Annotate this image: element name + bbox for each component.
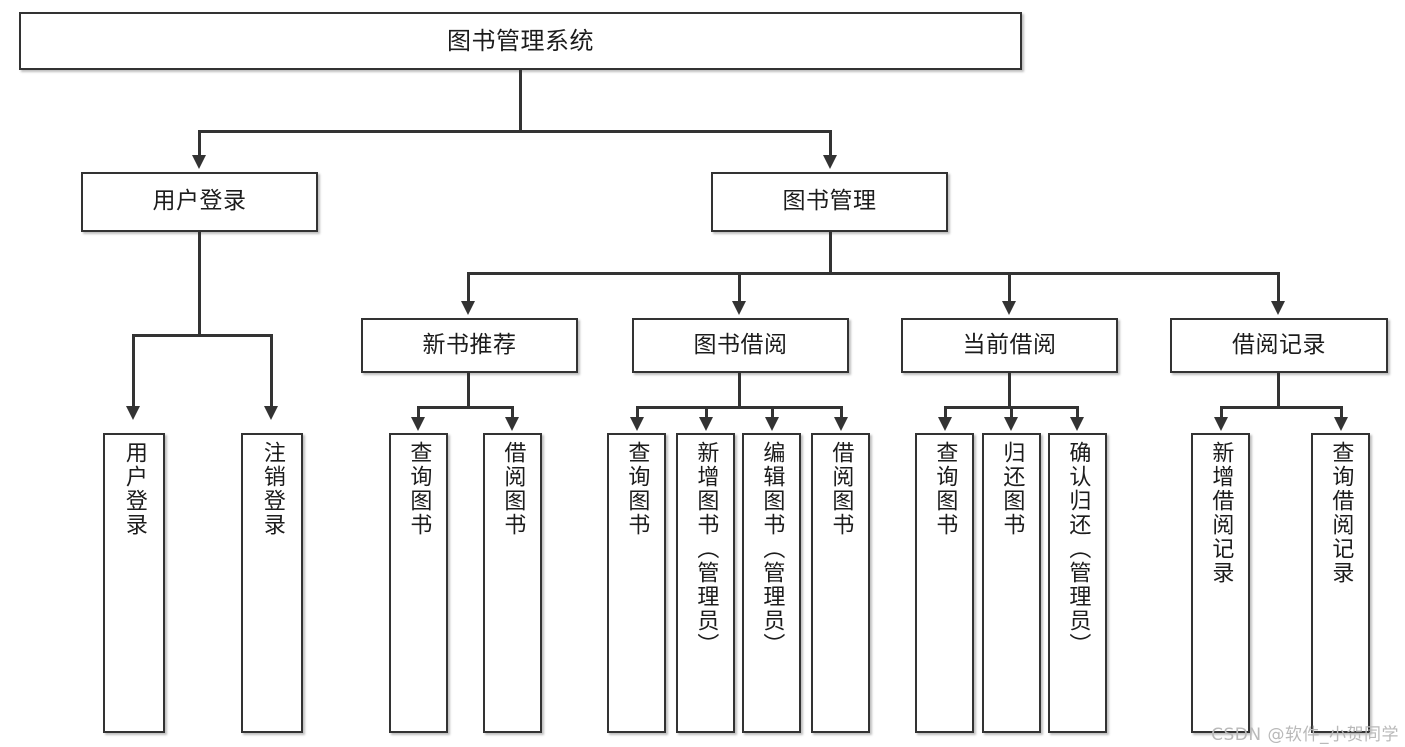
connector-borrow-record-stem [1277,373,1280,409]
node-book-borrow[interactable]: 图书借阅 [632,318,849,373]
arrow-root-to-user-login [192,155,206,169]
connector-current-borrow-to-leaf-1 [944,406,947,420]
arrow-book-mgmt-to-new-book [461,301,475,315]
connector-book-mgmt-to-borrow-record [1277,272,1280,304]
node-user-login[interactable]: 用户登录 [81,172,318,232]
connector-book-mgmt-to-new-book [467,272,470,304]
connector-book-borrow-stem [738,373,741,409]
connector-book-borrow-to-leaf-3 [771,406,774,420]
arrow-book-mgmt-to-current-borrow [1002,301,1016,315]
node-label: 新增借阅记录 [1208,441,1234,585]
node-label: 查询图书 [932,441,958,537]
arrow-borrow-record-to-leaf-1 [1214,417,1228,431]
connector-book-mgmt-stem [829,232,832,274]
node-borrow-record[interactable]: 借阅记录 [1170,318,1388,373]
arrow-user-login-to-leaf-1 [126,406,140,420]
leaf-new-book-borrow-book[interactable]: 借阅图书 [483,433,542,733]
connector-root-to-user-login [198,130,201,158]
connector-book-borrow-to-leaf-1 [636,406,639,420]
connector-user-login-to-leaf-2 [270,334,273,408]
connector-user-login-bus [132,334,270,337]
arrow-borrow-record-to-leaf-2 [1334,417,1348,431]
arrow-book-mgmt-to-borrow-record [1271,301,1285,315]
connector-root-to-book-mgmt [829,130,832,158]
connector-borrow-record-to-leaf-1 [1220,406,1223,420]
connector-new-book-stem [467,373,470,409]
connector-book-mgmt-to-current-borrow [1008,272,1011,304]
connector-book-borrow-to-leaf-2 [705,406,708,420]
arrow-root-to-book-mgmt [823,155,837,169]
leaf-borrow-record-query-record[interactable]: 查询借阅记录 [1311,433,1370,733]
arrow-user-login-to-leaf-2 [264,406,278,420]
node-label: 借阅记录 [1232,331,1326,358]
connector-book-mgmt-to-book-borrow [738,272,741,304]
arrow-book-mgmt-to-book-borrow [732,301,746,315]
arrow-book-borrow-to-leaf-2 [699,417,713,431]
node-label: 编辑图书（管理员） [759,441,785,657]
connector-borrow-record-bus [1220,406,1342,409]
node-label: 查询图书 [406,441,432,537]
node-label: 确认归还（管理员） [1065,441,1091,657]
arrow-book-borrow-to-leaf-3 [765,417,779,431]
connector-new-book-to-leaf-1 [417,406,420,420]
connector-new-book-to-leaf-2 [511,406,514,420]
arrow-new-book-to-leaf-2 [505,417,519,431]
leaf-book-borrow-edit-book-admin[interactable]: 编辑图书（管理员） [742,433,801,733]
leaf-book-borrow-borrow-book[interactable]: 借阅图书 [811,433,870,733]
node-label: 查询图书 [624,441,650,537]
node-new-book-recommend[interactable]: 新书推荐 [361,318,578,373]
node-label: 归还图书 [999,441,1025,537]
node-label: 图书管理系统 [447,26,594,55]
node-root-system[interactable]: 图书管理系统 [19,12,1022,70]
connector-book-borrow-bus [636,406,842,409]
arrow-current-borrow-to-leaf-1 [938,417,952,431]
node-label: 图书借阅 [693,331,788,358]
node-label: 新书推荐 [422,331,517,358]
node-label: 用户登录 [121,441,147,537]
arrow-book-borrow-to-leaf-1 [630,417,644,431]
connector-current-borrow-stem [1008,373,1011,409]
leaf-borrow-record-add-record[interactable]: 新增借阅记录 [1191,433,1250,733]
connector-user-login-stem [198,232,201,336]
node-label: 新增图书（管理员） [693,441,719,657]
connector-current-borrow-to-leaf-2 [1010,406,1013,420]
leaf-book-borrow-add-book-admin[interactable]: 新增图书（管理员） [676,433,735,733]
leaf-current-borrow-confirm-return-admin[interactable]: 确认归还（管理员） [1048,433,1107,733]
connector-book-mgmt-bus [467,272,1279,275]
connector-root-bus [198,130,832,133]
node-label: 当前借阅 [962,331,1057,358]
arrow-new-book-to-leaf-1 [411,417,425,431]
leaf-current-borrow-return-book[interactable]: 归还图书 [982,433,1041,733]
connector-root-stem [519,70,522,132]
node-label: 图书管理 [782,188,877,215]
leaf-user-login-login[interactable]: 用户登录 [103,433,165,733]
connector-book-borrow-to-leaf-4 [840,406,843,420]
node-label: 查询借阅记录 [1328,441,1354,585]
watermark: CSDN @软件_小贺同学 [1211,725,1399,745]
node-book-management[interactable]: 图书管理 [711,172,948,232]
connector-new-book-bus [417,406,513,409]
node-label: 用户登录 [152,188,247,215]
leaf-user-login-logout[interactable]: 注销登录 [241,433,303,733]
leaf-current-borrow-query-book[interactable]: 查询图书 [915,433,974,733]
arrow-current-borrow-to-leaf-3 [1070,417,1084,431]
node-label: 注销登录 [259,441,285,537]
connector-current-borrow-to-leaf-3 [1076,406,1079,420]
arrow-book-borrow-to-leaf-4 [834,417,848,431]
connector-user-login-to-leaf-1 [132,334,135,408]
node-current-borrow[interactable]: 当前借阅 [901,318,1118,373]
node-label: 借阅图书 [828,441,854,537]
connector-borrow-record-to-leaf-2 [1340,406,1343,420]
node-label: 借阅图书 [500,441,526,537]
arrow-current-borrow-to-leaf-2 [1004,417,1018,431]
leaf-new-book-query-book[interactable]: 查询图书 [389,433,448,733]
leaf-book-borrow-query-book[interactable]: 查询图书 [607,433,666,733]
